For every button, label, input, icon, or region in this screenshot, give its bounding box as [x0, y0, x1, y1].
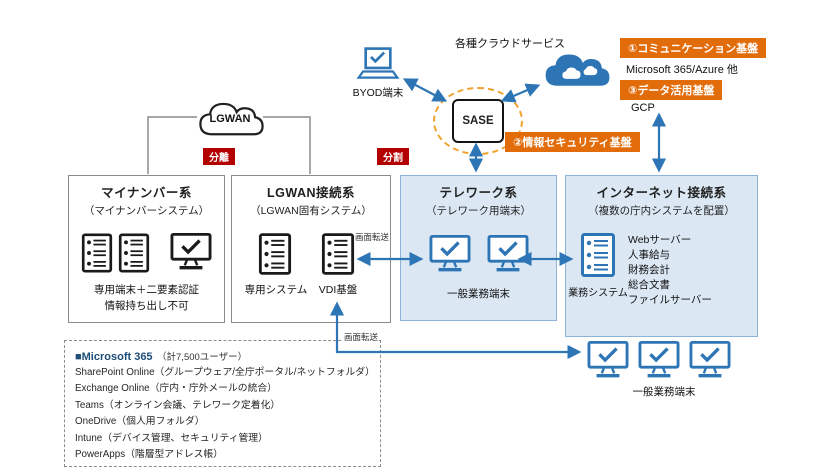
platform2-badge: ②情報セキュリティ基盤 — [505, 132, 640, 152]
zone-telework-title: テレワーク系 — [439, 186, 518, 200]
m365-title: ■Microsoft 365 — [75, 351, 153, 363]
lgwan-label: LGWAN — [209, 113, 251, 125]
general-terminal-monitor-icon — [638, 340, 680, 378]
zone-mynumber-subtitle: （マイナンバーシステム） — [83, 205, 210, 217]
m365-item: OneDrive（個人用フォルダ） — [75, 416, 205, 428]
split-badge: 分割 — [377, 148, 409, 165]
byod-laptop-icon — [356, 46, 400, 82]
system-item: 財務会計 — [628, 264, 670, 276]
dedicated-system-server-icon — [258, 233, 292, 275]
m365-item: SharePoint Online（グループウェア/全庁ポータル/ネットフォルダ… — [75, 367, 375, 378]
general-terminals-group — [586, 340, 732, 380]
zone-telework: テレワーク系 （テレワーク用端末） 一般業務端末 — [400, 175, 557, 321]
mynumber-note-2: 情報持ち出し不可 — [104, 300, 189, 312]
internet-systems-list: Webサーバー 人事給与 財務会計 総合文書 ファイルサーバー — [628, 233, 712, 308]
byod-label: BYOD端末 — [352, 87, 404, 99]
telework-terminals-label: 一般業務端末 — [447, 288, 510, 300]
m365-item: Teams（オンライン会議、テレワーク定着化） — [75, 399, 281, 411]
platform1-badge: ①コミュニケーション基盤 — [620, 38, 767, 58]
telework-monitor-icon — [487, 234, 528, 272]
platform1-sub-label: Microsoft 365/Azure 他 — [626, 64, 738, 76]
zone-lgwan-subtitle: （LGWAN固有システム） — [250, 205, 372, 217]
system-item: ファイルサーバー — [628, 294, 712, 306]
arrow-byod-sase — [402, 78, 448, 102]
cloud-icon — [538, 41, 614, 97]
screen-transfer-label-upper: 画面転送 — [354, 231, 391, 243]
dedicated-system-label: 専用システム — [244, 284, 308, 296]
cloud-services-label: 各種クラウドサービス — [455, 38, 565, 50]
secure-terminal-monitor-icon — [170, 232, 211, 270]
system-item: 人事給与 — [628, 249, 670, 261]
zone-mynumber: マイナンバー系 （マイナンバーシステム） — [68, 175, 225, 323]
lgwan-cloud-icon: LGWAN — [193, 93, 267, 143]
platform3-badge: ③データ活用基盤 — [620, 80, 723, 100]
m365-title-row: ■Microsoft 365 （計7,500ユーザー） — [75, 347, 370, 365]
server-icon — [118, 233, 149, 273]
vdi-server-icon — [321, 233, 355, 275]
m365-item: PowerApps（階層型アドレス帳） — [75, 449, 224, 461]
business-system-server-icon — [581, 233, 615, 277]
zone-lgwan-title: LGWAN接続系 — [266, 186, 356, 200]
zone-internet-title: インターネット接続系 — [596, 186, 727, 200]
general-terminals-label: 一般業務端末 — [632, 386, 696, 398]
zone-internet-subtitle: （複数の庁内システムを配置） — [588, 205, 735, 217]
m365-item: Intune（デバイス管理、セキュリティ管理） — [75, 432, 268, 444]
general-terminal-monitor-icon — [587, 340, 629, 378]
telework-monitor-icon — [429, 234, 470, 272]
sase-box: SASE — [452, 99, 504, 143]
m365-item: Exchange Online（庁内・庁外メールの統合） — [75, 383, 277, 395]
system-item: Webサーバー — [628, 234, 692, 246]
zone-lgwan: LGWAN接続系 （LGWAN固有システム） 専用システム VDI基盤 — [231, 175, 391, 323]
platform3-sub-label: GCP — [631, 102, 655, 114]
vdi-label: VDI基盤 — [318, 284, 358, 296]
m365-panel: ■Microsoft 365 （計7,500ユーザー） SharePoint O… — [64, 340, 381, 467]
zone-mynumber-title: マイナンバー系 — [101, 186, 192, 200]
m365-user-count: （計7,500ユーザー） — [157, 352, 248, 363]
system-item: 総合文書 — [628, 279, 670, 291]
business-system-label: 業務システム — [568, 288, 628, 299]
mynumber-note-1: 専用端末＋二要素認証 — [94, 284, 199, 296]
zone-telework-subtitle: （テレワーク用端末） — [426, 205, 531, 217]
general-terminal-monitor-icon — [689, 340, 731, 378]
separation-badge: 分離 — [203, 148, 235, 165]
server-icon — [81, 233, 112, 273]
screen-transfer-label-lower: 画面転送 — [343, 331, 380, 343]
zone-internet: インターネット接続系 （複数の庁内システムを配置） 業務システム Webサーバー… — [565, 175, 758, 337]
